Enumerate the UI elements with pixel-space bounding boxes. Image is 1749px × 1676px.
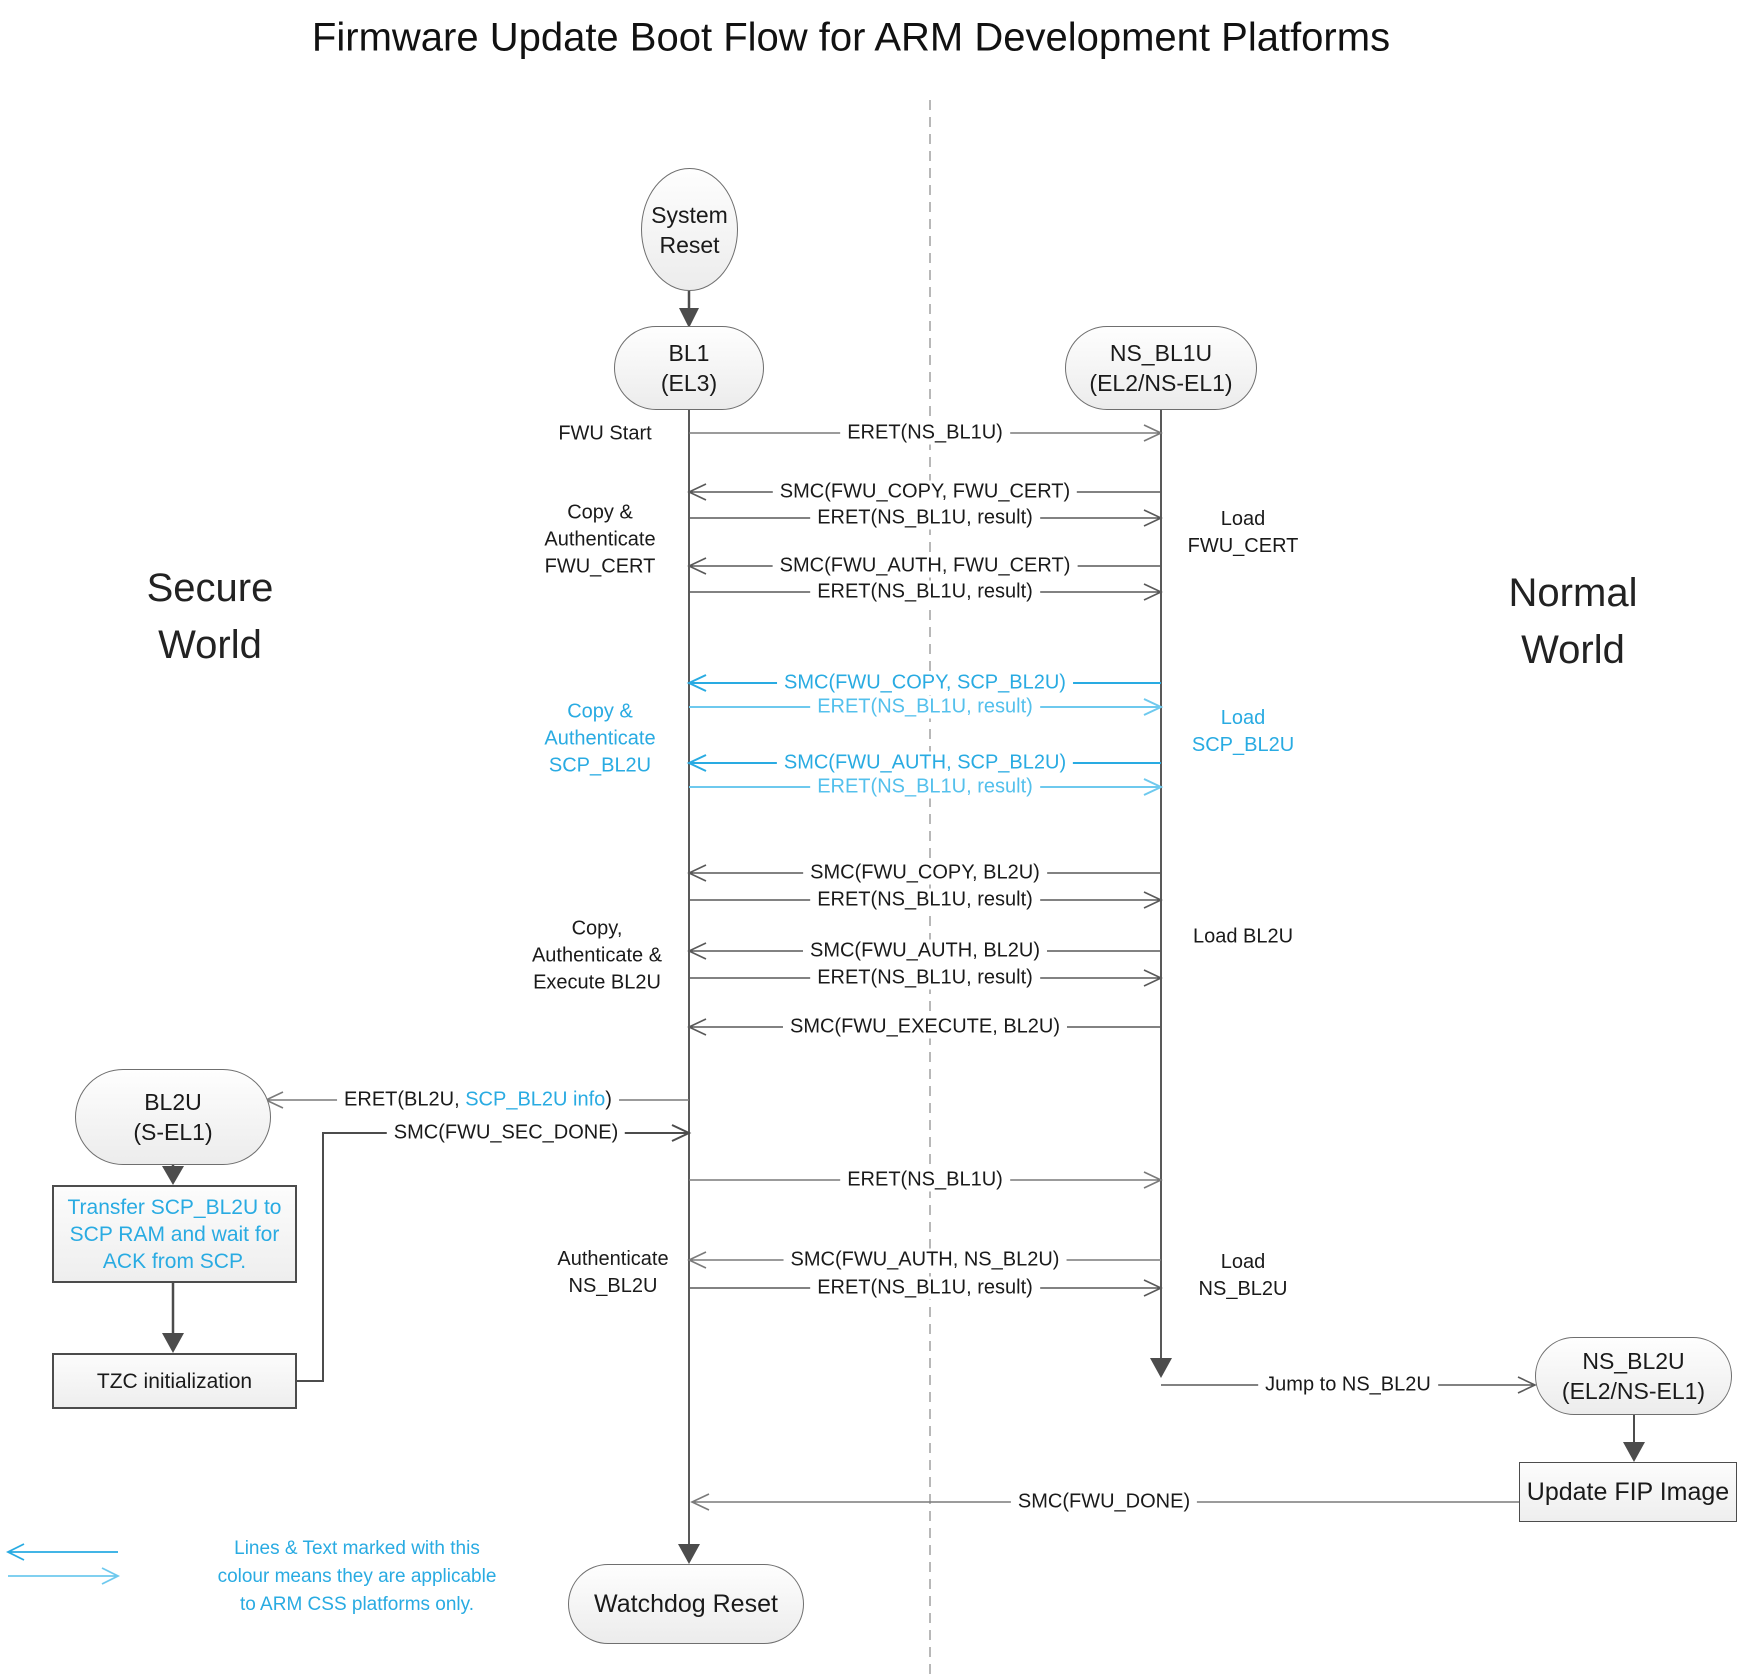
msg-smc-fwu-copy-scp-bl2u: SMC(FWU_COPY, SCP_BL2U)	[777, 671, 1073, 695]
copy-auth-fwu-cert-line3: FWU_CERT	[544, 555, 656, 578]
bl2u-node: BL2U (S-EL1)	[75, 1069, 271, 1165]
update-fip-box: Update FIP Image	[1519, 1462, 1737, 1522]
copy-auth-scp-bl2u-line1: Copy &	[567, 700, 633, 723]
msg-eret-result-7: ERET(NS_BL1U, result)	[810, 1276, 1040, 1300]
ns-bl1u-lifeline-end-arrowhead	[1150, 1358, 1172, 1378]
normal-world-line1: Normal	[1508, 571, 1638, 615]
ns-bl1u-node: NS_BL1U (EL2/NS-EL1)	[1065, 326, 1257, 410]
bl1-to-watchdog-arrowhead	[678, 1544, 700, 1564]
copy-auth-scp-bl2u-line2: Authenticate	[544, 727, 656, 750]
msg-eret-result-3: ERET(NS_BL1U, result)	[810, 695, 1040, 719]
annotation-authenticate-ns-bl2u: Authenticate NS_BL2U	[557, 1246, 668, 1300]
system-reset-node: System Reset	[641, 168, 738, 291]
ns-bl2u-line1: NS_BL2U	[1582, 1348, 1685, 1374]
load-fwu-cert-line2: FWU_CERT	[1187, 535, 1299, 557]
bl1-node: BL1 (EL3)	[614, 326, 764, 410]
bl2u-to-transfer-arrowhead	[162, 1166, 184, 1185]
ns-bl2u-to-update-fip-arrowhead	[1623, 1442, 1645, 1462]
annotation-load-fwu-cert: Load FWU_CERT	[1188, 506, 1299, 560]
msg-smc-fwu-copy-bl2u: SMC(FWU_COPY, BL2U)	[803, 861, 1047, 885]
msg-jump-to-ns-bl2u: Jump to NS_BL2U	[1258, 1373, 1438, 1397]
copy-auth-fwu-cert-line2: Authenticate	[544, 528, 656, 551]
msg-eret-result-1: ERET(NS_BL1U, result)	[810, 506, 1040, 530]
copy-auth-scp-bl2u-line3: SCP_BL2U	[548, 754, 652, 777]
msg-smc-fwu-done: SMC(FWU_DONE)	[1010, 1490, 1198, 1514]
msg-eret-result-6: ERET(NS_BL1U, result)	[810, 966, 1040, 990]
copy-auth-exec-bl2u-line2: Authenticate &	[531, 944, 663, 967]
msg-eret-result-5: ERET(NS_BL1U, result)	[810, 888, 1040, 912]
load-ns-bl2u-line2: NS_BL2U	[1198, 1278, 1288, 1300]
annotation-copy-auth-scp-bl2u: Copy & Authenticate SCP_BL2U	[544, 699, 655, 780]
diagram-title: Firmware Update Boot Flow for ARM Develo…	[311, 15, 1391, 60]
msg-smc-fwu-execute-bl2u: SMC(FWU_EXECUTE, BL2U)	[782, 1015, 1068, 1039]
msg-smc-fwu-auth-scp-bl2u: SMC(FWU_AUTH, SCP_BL2U)	[776, 751, 1074, 775]
legend-line1: Lines & Text marked with this	[234, 1538, 480, 1559]
tzc-init-label: TZC initialization	[96, 1369, 253, 1393]
system-reset-line1: System	[651, 201, 728, 228]
normal-world-label: Normal World	[1509, 565, 1638, 679]
msg-eret-ns-bl1u-2: ERET(NS_BL1U)	[840, 1168, 1010, 1192]
bl2u-line2: (S-EL1)	[133, 1119, 213, 1145]
transfer-scp-bl2u-box: Transfer SCP_BL2U to SCP RAM and wait fo…	[52, 1185, 297, 1283]
system-reset-arrowhead	[679, 308, 699, 328]
ns-bl2u-line2: (EL2/NS-EL1)	[1561, 1378, 1706, 1404]
load-scp-bl2u-line1: Load	[1220, 707, 1266, 729]
copy-auth-exec-bl2u-line3: Execute BL2U	[533, 971, 661, 994]
legend-eret-sample-arrow	[8, 1567, 121, 1585]
msg-smc-fwu-auth-fwu-cert: SMC(FWU_AUTH, FWU_CERT)	[772, 554, 1078, 578]
copy-auth-fwu-cert-line1: Copy &	[567, 501, 633, 524]
annotation-copy-auth-fwu-cert: Copy & Authenticate FWU_CERT	[544, 500, 655, 581]
secure-world-label: Secure World	[147, 560, 274, 674]
authenticate-ns-bl2u-line2: NS_BL2U	[568, 1275, 658, 1297]
msg-eret-bl2u: ERET(BL2U, SCP_BL2U info)	[337, 1088, 619, 1112]
watchdog-reset-node: Watchdog Reset	[568, 1564, 804, 1644]
msg-smc-fwu-sec-done: SMC(FWU_SEC_DONE)	[386, 1121, 626, 1145]
msg-eret-bl2u-prefix: ERET(BL2U,	[344, 1088, 466, 1111]
msg-smc-fwu-copy-fwu-cert: SMC(FWU_COPY, FWU_CERT)	[772, 480, 1078, 504]
transfer-line3: ACK from SCP.	[102, 1249, 247, 1273]
watchdog-reset-label: Watchdog Reset	[594, 1589, 778, 1618]
annotation-load-bl2u: Load BL2U	[1192, 925, 1294, 948]
ns-bl1u-line1: NS_BL1U	[1109, 340, 1213, 366]
transfer-line2: SCP RAM and wait for	[69, 1222, 280, 1246]
load-ns-bl2u-line1: Load	[1220, 1251, 1266, 1273]
load-fwu-cert-line1: Load	[1220, 508, 1266, 530]
secure-world-line1: Secure	[146, 566, 274, 610]
update-fip-label: Update FIP Image	[1526, 1477, 1730, 1506]
annotation-copy-auth-exec-bl2u: Copy, Authenticate & Execute BL2U	[532, 916, 662, 997]
transfer-to-tzc-arrowhead	[162, 1333, 184, 1353]
bl1-line2: (EL3)	[660, 370, 718, 396]
msg-eret-bl2u-suffix: )	[605, 1088, 612, 1111]
msg-eret-result-4: ERET(NS_BL1U, result)	[810, 775, 1040, 799]
annotation-load-ns-bl2u: Load NS_BL2U	[1199, 1249, 1288, 1303]
copy-auth-exec-bl2u-line1: Copy,	[571, 917, 623, 940]
legend-line2: colour means they are applicable	[217, 1566, 497, 1587]
legend-smc-sample-arrow	[5, 1543, 118, 1561]
msg-eret-bl2u-info: SCP_BL2U info	[465, 1088, 606, 1111]
normal-world-line2: World	[1521, 628, 1625, 672]
ns-bl1u-line2: (EL2/NS-EL1)	[1089, 370, 1233, 396]
transfer-line1: Transfer SCP_BL2U to	[67, 1195, 282, 1219]
annotation-load-scp-bl2u: Load SCP_BL2U	[1192, 705, 1294, 759]
tzc-init-box: TZC initialization	[52, 1353, 297, 1409]
load-scp-bl2u-line2: SCP_BL2U	[1191, 734, 1295, 756]
annotation-fwu-start: FWU Start	[558, 422, 652, 445]
authenticate-ns-bl2u-line1: Authenticate	[557, 1248, 669, 1270]
msg-smc-fwu-auth-ns-bl2u: SMC(FWU_AUTH, NS_BL2U)	[783, 1248, 1067, 1272]
system-reset-line2: Reset	[659, 231, 720, 258]
legend-line3: to ARM CSS platforms only.	[239, 1594, 475, 1615]
bl1-line1: BL1	[668, 340, 710, 366]
bl2u-line1: BL2U	[144, 1089, 202, 1115]
ns-bl2u-node: NS_BL2U (EL2/NS-EL1)	[1535, 1337, 1732, 1415]
msg-smc-fwu-auth-bl2u: SMC(FWU_AUTH, BL2U)	[802, 939, 1048, 963]
msg-eret-ns-bl1u-start: ERET(NS_BL1U)	[840, 421, 1010, 445]
secure-world-line2: World	[158, 623, 262, 667]
msg-eret-result-2: ERET(NS_BL1U, result)	[810, 580, 1040, 604]
legend-note: Lines & Text marked with this colour mea…	[218, 1535, 497, 1619]
